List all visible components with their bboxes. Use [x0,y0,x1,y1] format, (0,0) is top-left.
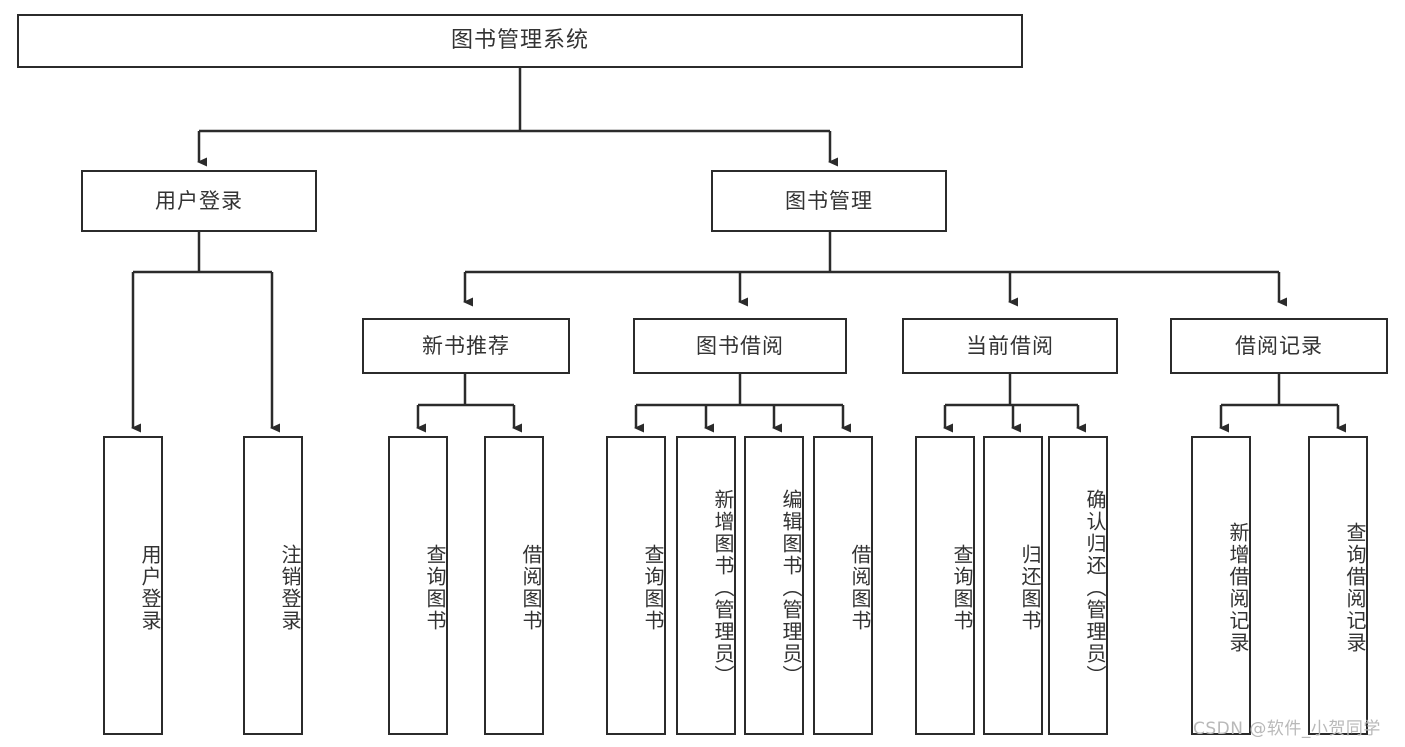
leaf-borrow-edit-book-admin[interactable]: 编辑图书（管理员） [744,436,804,735]
node-label: 图书借阅 [696,333,784,358]
node-label: 借阅图书 [519,543,543,632]
node-label: 归还图书 [1018,543,1042,632]
node-user-login[interactable]: 用户登录 [81,170,317,232]
node-book-borrow[interactable]: 图书借阅 [633,318,847,374]
leaf-recommend-borrow-book[interactable]: 借阅图书 [484,436,544,735]
node-label: 用户登录 [138,543,162,632]
node-label: 用户登录 [155,188,243,213]
node-label: 确认归还（管理员） [1083,488,1107,687]
node-book-management[interactable]: 图书管理 [711,170,947,232]
leaf-recommend-query-book[interactable]: 查询图书 [388,436,448,735]
node-label: 新增借阅记录 [1226,521,1250,654]
node-label: 查询图书 [423,543,447,632]
node-label: 查询图书 [950,543,974,632]
node-label: 借阅图书 [848,543,872,632]
leaf-record-add-borrow-record[interactable]: 新增借阅记录 [1191,436,1251,735]
leaf-borrow-borrow-book[interactable]: 借阅图书 [813,436,873,735]
node-label: 新增图书（管理员） [711,488,735,687]
leaf-user-login[interactable]: 用户登录 [103,436,163,735]
node-new-book-recommend[interactable]: 新书推荐 [362,318,570,374]
leaf-current-query-book[interactable]: 查询图书 [915,436,975,735]
node-label: 当前借阅 [966,333,1054,358]
leaf-current-return-book[interactable]: 归还图书 [983,436,1043,735]
leaf-borrow-add-book-admin[interactable]: 新增图书（管理员） [676,436,736,735]
node-label: 查询图书 [641,543,665,632]
node-current-borrow[interactable]: 当前借阅 [902,318,1118,374]
node-root-library-system[interactable]: 图书管理系统 [17,14,1023,68]
node-label: 新书推荐 [422,333,510,358]
node-borrow-record[interactable]: 借阅记录 [1170,318,1388,374]
leaf-record-query-borrow-record[interactable]: 查询借阅记录 [1308,436,1368,735]
node-label: 图书管理系统 [450,28,589,54]
node-label: 注销登录 [278,543,302,632]
node-label: 借阅记录 [1235,333,1323,358]
node-label: 编辑图书（管理员） [779,488,803,687]
node-label: 图书管理 [785,188,873,213]
watermark-text: CSDN @软件_小贺同学 [1193,719,1381,739]
leaf-borrow-query-book[interactable]: 查询图书 [606,436,666,735]
leaf-current-confirm-return-admin[interactable]: 确认归还（管理员） [1048,436,1108,735]
leaf-user-logout[interactable]: 注销登录 [243,436,303,735]
node-label: 查询借阅记录 [1343,521,1367,654]
